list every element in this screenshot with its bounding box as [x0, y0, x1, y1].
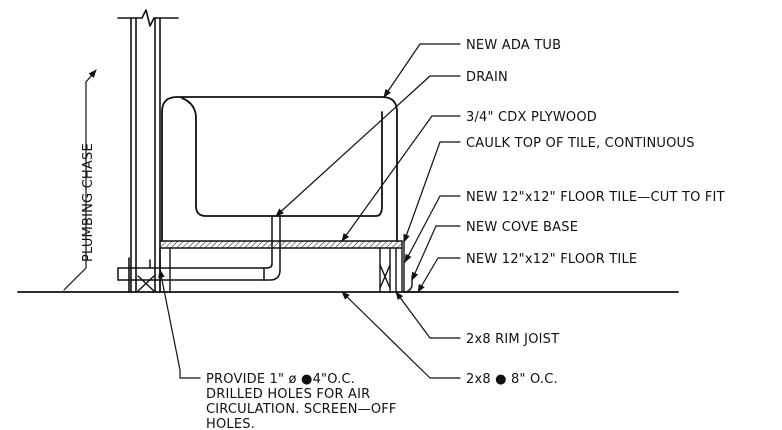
note-line-2: DRILLED HOLES FOR AIR [206, 387, 370, 402]
drain-pipe [117, 215, 281, 281]
label-plywood: 3/4" CDX PLYWOOD [466, 110, 597, 125]
note-line-1: PROVIDE 1" ø ●4"O.C. [206, 372, 355, 387]
label-caulk: CAULK TOP OF TILE, CONTINUOUS [466, 136, 695, 151]
note-line-3: CIRCULATION. SCREEN—OFF [206, 402, 397, 417]
label-cove-base: NEW COVE BASE [466, 220, 578, 235]
note-line-4: HOLES. [206, 417, 255, 430]
label-floor-tile-cut: NEW 12"x12" FLOOR TILE—CUT TO FIT [466, 190, 725, 205]
label-drain: DRAIN [466, 70, 508, 85]
label-rim-joist: 2x8 RIM JOIST [466, 332, 559, 347]
label-floor-tile: NEW 12"x12" FLOOR TILE [466, 252, 637, 267]
label-joists-oc: 2x8 ● 8" O.C. [466, 372, 558, 387]
label-new-ada-tub: NEW ADA TUB [466, 38, 561, 53]
plywood-subfloor [159, 240, 403, 249]
wall-studs [117, 9, 179, 293]
cove-base-tile [403, 239, 421, 293]
floor-framing [137, 240, 403, 293]
label-plumbing-chase: PLUMBING CHASE [81, 143, 96, 262]
leader-lines [63, 43, 461, 379]
